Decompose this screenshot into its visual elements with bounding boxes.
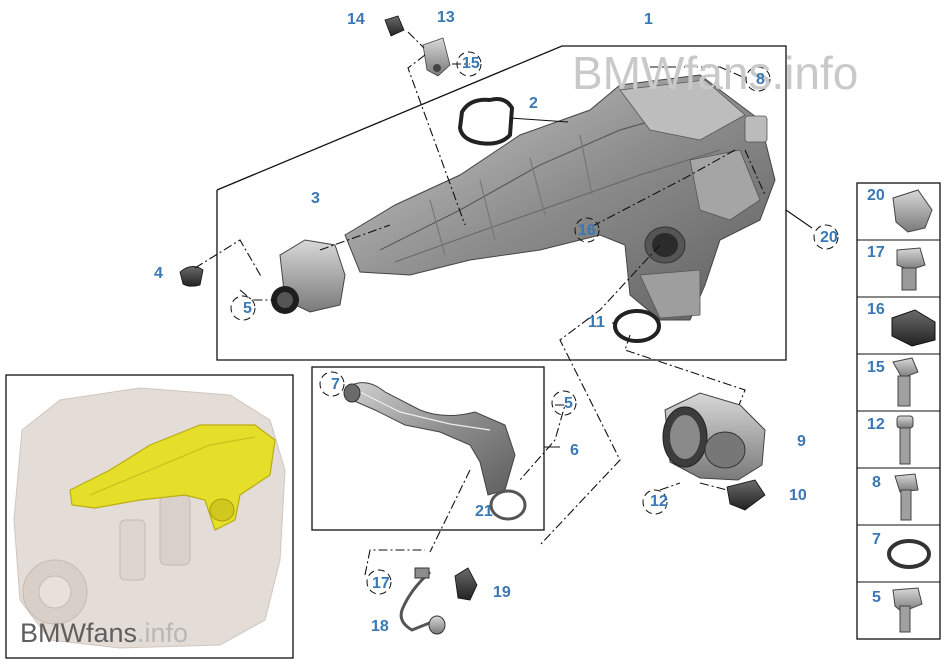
sensor-13 [422, 37, 451, 77]
callout-3: 3 [311, 190, 320, 207]
clip-4 [179, 266, 204, 287]
callout-1: 1 [644, 11, 653, 28]
leader-lines [194, 31, 766, 576]
watermark-main: BMWfans.info [572, 50, 858, 96]
connector-14 [384, 15, 405, 37]
o-ring-11 [612, 309, 661, 343]
legend-callout-16: 16 [867, 301, 885, 318]
throttle-body [662, 392, 766, 481]
callout-11: 11 [588, 314, 605, 331]
callout-circles [230, 51, 839, 595]
gasket [457, 97, 569, 146]
callout-5-manifold: 5 [243, 300, 252, 317]
callout-15: 15 [462, 55, 480, 72]
actuator [271, 239, 346, 314]
pipe-box [311, 366, 560, 531]
watermark-domain: .info [771, 47, 859, 99]
callout-18: 18 [371, 618, 389, 635]
watermark-inset-domain: .info [137, 618, 189, 648]
legend-callout-12: 12 [867, 416, 885, 433]
assembly-outline [216, 45, 813, 361]
legend-callout-8: 8 [872, 474, 881, 491]
watermark-brand: BMWfans [572, 47, 772, 99]
callout-6: 6 [570, 442, 579, 459]
callout-19: 19 [493, 584, 511, 601]
callout-14: 14 [347, 11, 365, 28]
callout-17: 17 [372, 575, 390, 592]
callout-12: 12 [650, 493, 668, 510]
callout-10: 10 [789, 487, 807, 504]
legend-callout-15: 15 [867, 359, 885, 376]
callout-7: 7 [331, 376, 340, 393]
connector-19 [454, 567, 478, 601]
callout-21: 21 [475, 503, 493, 520]
egr-pipe [343, 382, 527, 521]
connector-10 [726, 479, 766, 511]
legend-callout-7: 7 [872, 531, 881, 548]
callout-2: 2 [529, 95, 538, 112]
legend-callout-20: 20 [867, 187, 885, 204]
intake-manifold [344, 74, 776, 321]
legend-panel [856, 182, 941, 640]
callout-13: 13 [437, 9, 455, 26]
watermark-inset-brand: BMWfans [20, 618, 138, 648]
watermark-inset: BMWfans.info [20, 620, 188, 647]
engine-inset [5, 374, 294, 659]
legend-callout-5: 5 [872, 589, 881, 606]
callout-5-pipe: 5 [564, 395, 573, 412]
callout-4: 4 [154, 265, 163, 282]
callout-16: 16 [578, 222, 596, 239]
legend-callout-17: 17 [867, 244, 885, 261]
sensor-wire [399, 567, 446, 635]
callout-9: 9 [797, 433, 806, 450]
callout-8: 8 [756, 71, 765, 88]
callout-20: 20 [820, 229, 838, 246]
